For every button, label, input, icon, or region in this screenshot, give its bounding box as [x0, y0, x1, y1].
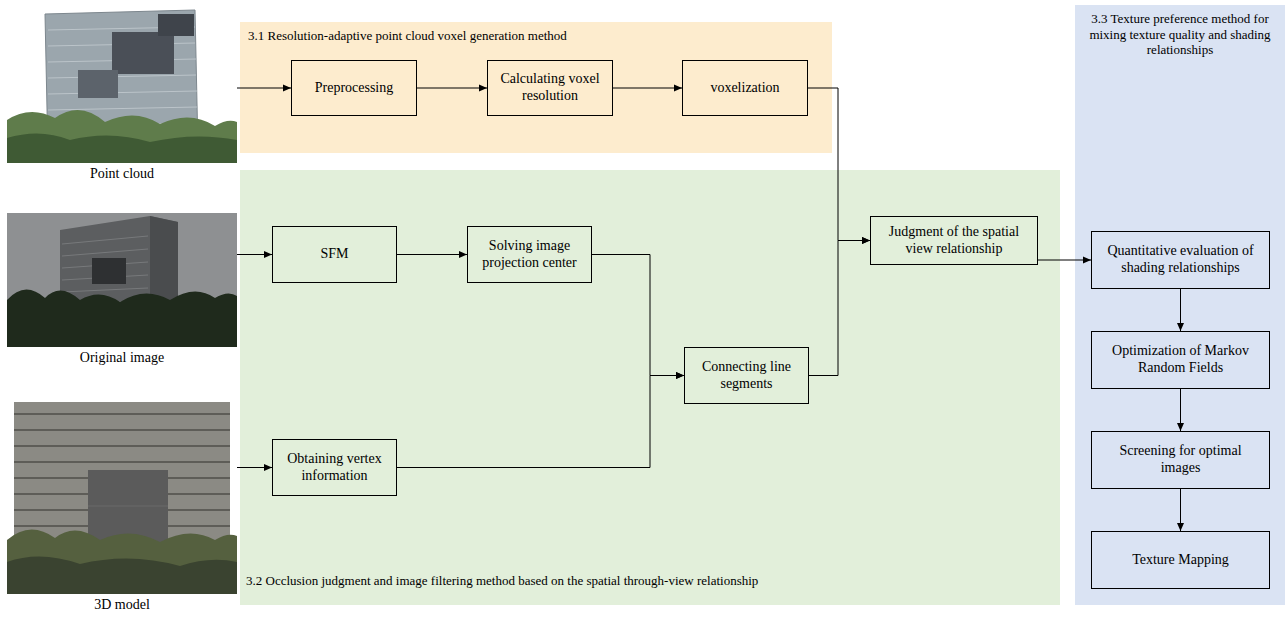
arrowhead [1083, 257, 1091, 264]
connector-line [808, 88, 870, 241]
box-label: Solving image projection center [474, 238, 585, 272]
process-box: Solving image projection center [467, 226, 592, 283]
photo-picture [7, 213, 237, 347]
flow-connector [1177, 289, 1184, 331]
point-cloud-picture [7, 8, 237, 163]
process-box: voxelization [682, 60, 808, 116]
process-box: Quantitative evaluation of shading relat… [1091, 231, 1270, 289]
box-label: Texture Mapping [1132, 552, 1229, 569]
arrowhead [862, 237, 870, 244]
connector-line [592, 255, 684, 376]
connector-line [809, 241, 870, 376]
arrowhead [676, 372, 684, 379]
arrowhead [283, 85, 291, 92]
box-label: Judgment of the spatial view relationshi… [877, 224, 1031, 258]
arrowhead [459, 251, 467, 258]
flow-connector [237, 85, 291, 92]
arrowhead [264, 464, 272, 471]
flow-connector [1038, 257, 1091, 264]
process-box: SFM [272, 226, 397, 283]
box-label: SFM [320, 246, 348, 263]
model-picture [7, 398, 237, 594]
process-box: Optimization of Markov Random Fields [1091, 331, 1270, 389]
input-image: Point cloud [7, 8, 237, 163]
box-label: Calculating voxel resolution [494, 71, 606, 105]
image-caption: Point cloud [7, 166, 237, 181]
flow-connector [397, 372, 684, 468]
arrowhead [674, 85, 682, 92]
arrowhead [1177, 523, 1184, 531]
process-box: Connecting line segments [684, 347, 809, 404]
arrowhead [1177, 423, 1184, 431]
section-title: 3.2 Occlusion judgment and image filteri… [246, 573, 1052, 589]
process-box: Preprocessing [291, 60, 417, 116]
connector-line [613, 88, 682, 89]
flow-connector [237, 464, 272, 471]
connector-line [397, 254, 467, 255]
box-label: Optimization of Markov Random Fields [1098, 343, 1263, 377]
arrowhead [862, 237, 870, 244]
input-image: Original image [7, 213, 237, 347]
flow-connector [613, 85, 682, 92]
image-caption: 3D model [7, 597, 237, 612]
connector-line [417, 88, 487, 89]
section-title: 3.1 Resolution-adaptive point cloud voxe… [248, 28, 824, 44]
arrowhead [1177, 323, 1184, 331]
input-image: 3D model [7, 398, 237, 594]
flow-connector [809, 237, 870, 376]
box-label: Screening for optimal images [1098, 443, 1263, 477]
flow-connector [808, 88, 870, 244]
connector-line [237, 88, 291, 89]
box-label: Preprocessing [315, 80, 394, 97]
flow-connector [1177, 489, 1184, 531]
image-caption: Original image [7, 350, 237, 365]
process-box: Texture Mapping [1091, 531, 1270, 589]
flow-connector [237, 251, 272, 258]
arrowhead [264, 251, 272, 258]
process-box: Obtaining vertex information [272, 439, 397, 496]
box-label: voxelization [710, 80, 779, 97]
flow-connector [417, 85, 487, 92]
section-panel: 3.1 Resolution-adaptive point cloud voxe… [240, 22, 832, 153]
process-box: Screening for optimal images [1091, 431, 1270, 489]
flow-connector [1177, 389, 1184, 431]
box-label: Quantitative evaluation of shading relat… [1098, 243, 1263, 277]
section-title: 3.3 Texture preference method for mixing… [1083, 11, 1277, 58]
flow-connector [397, 251, 467, 258]
flow-connector [592, 255, 684, 380]
process-box: Judgment of the spatial view relationshi… [870, 216, 1038, 265]
process-box: Calculating voxel resolution [487, 60, 613, 116]
box-label: Obtaining vertex information [279, 451, 390, 485]
connector-line [397, 376, 684, 468]
arrowhead [676, 372, 684, 379]
box-label: Connecting line segments [691, 359, 802, 393]
arrowhead [479, 85, 487, 92]
